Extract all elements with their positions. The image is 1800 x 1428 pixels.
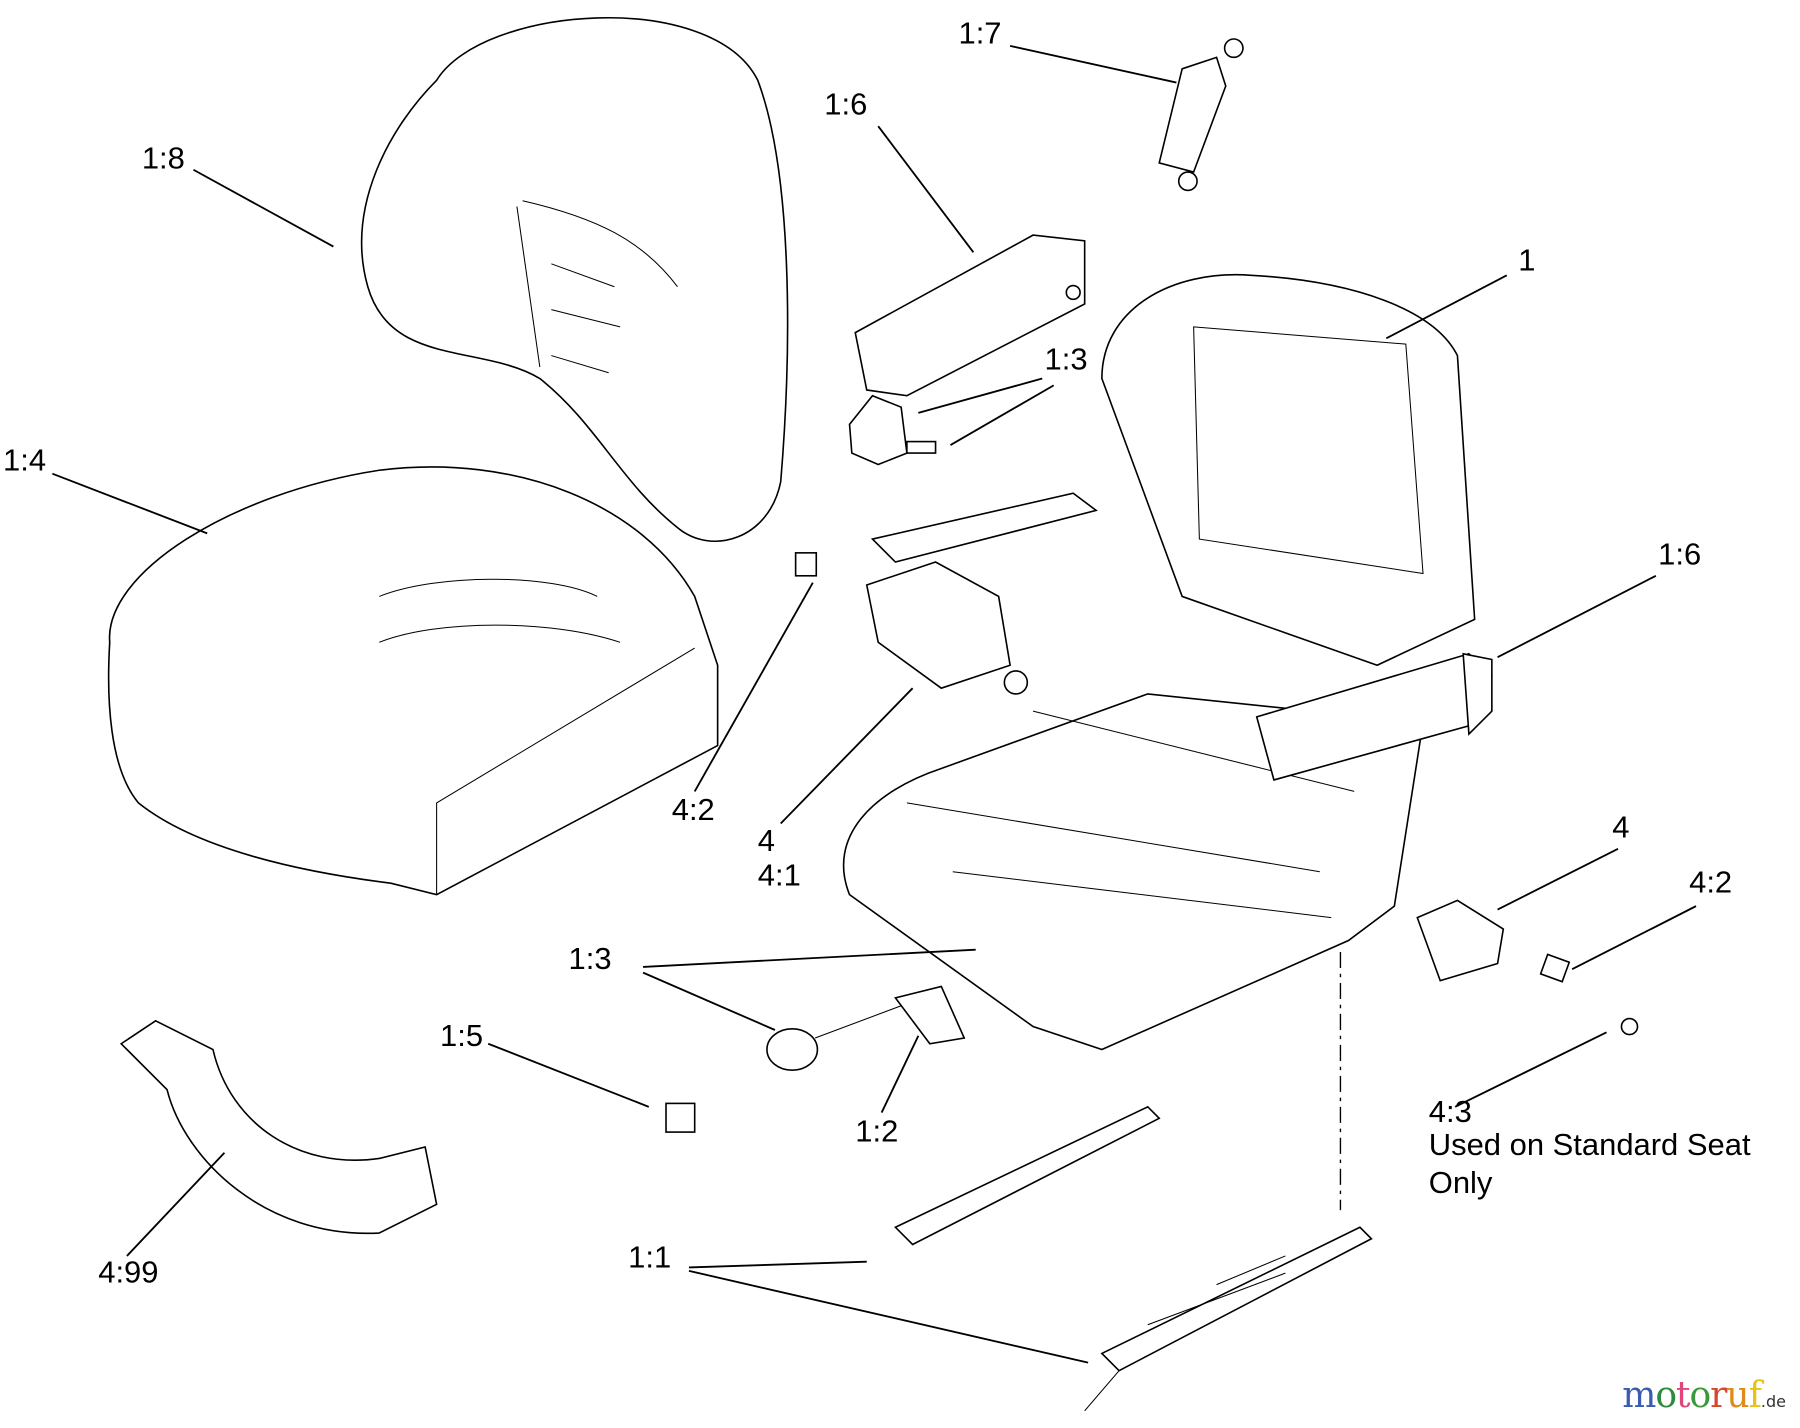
knob-bottom bbox=[766, 985, 966, 1071]
watermark-letter: r bbox=[1710, 1375, 1727, 1416]
callout-1-6-top: 1:6 bbox=[824, 87, 867, 122]
seat-frame bbox=[842, 273, 1493, 1051]
callout-1-5: 1:5 bbox=[440, 1018, 483, 1053]
switch bbox=[665, 1102, 696, 1133]
callout-1-7: 1:7 bbox=[958, 16, 1001, 51]
callout-4-2-left: 4:2 bbox=[672, 792, 715, 827]
watermark-letter: t bbox=[1676, 1375, 1691, 1416]
knob-top bbox=[848, 394, 937, 466]
slide-rails bbox=[894, 1105, 1373, 1412]
watermark-suffix: .de bbox=[1760, 1392, 1786, 1411]
callout-1-2: 1:2 bbox=[855, 1113, 898, 1148]
callout-1-3-top: 1:3 bbox=[1045, 341, 1088, 376]
callout-4-right: 4 bbox=[1612, 809, 1629, 844]
callout-1-8: 1:8 bbox=[142, 141, 185, 176]
callout-4-2-right: 4:2 bbox=[1689, 864, 1732, 899]
seat-switch-left bbox=[794, 552, 1029, 695]
backrest-cushion bbox=[360, 16, 789, 543]
callout-1-3-bottom: 1:3 bbox=[569, 941, 612, 976]
watermark-letter: u bbox=[1726, 1375, 1749, 1416]
seat-belt bbox=[119, 1019, 438, 1234]
callout-1: 1 bbox=[1518, 243, 1535, 278]
armrest-left bbox=[854, 234, 1086, 397]
callout-4-3: 4:3 bbox=[1429, 1094, 1472, 1129]
callout-4-left: 4 bbox=[758, 823, 775, 858]
callout-4-1: 4:1 bbox=[758, 857, 801, 892]
watermark-letter: o bbox=[1655, 1375, 1677, 1416]
callout-1-4: 1:4 bbox=[3, 442, 46, 477]
leader-lines bbox=[52, 44, 1697, 1364]
watermark-letter: o bbox=[1689, 1375, 1711, 1416]
note-line-2: Only bbox=[1429, 1165, 1493, 1200]
note-line-1: Used on Standard Seat bbox=[1429, 1127, 1751, 1162]
watermark-letter: m bbox=[1622, 1375, 1656, 1416]
shock-absorber bbox=[1158, 38, 1244, 192]
watermark-letter: f bbox=[1748, 1375, 1762, 1416]
callout-1-6-right: 1:6 bbox=[1658, 536, 1701, 571]
seat-switch-right bbox=[1416, 899, 1639, 1036]
seat-cushion bbox=[107, 466, 719, 896]
watermark-logo: motoruf.de bbox=[1622, 1375, 1786, 1416]
callout-1-1: 1:1 bbox=[628, 1239, 671, 1274]
callout-4-99: 4:99 bbox=[98, 1254, 158, 1289]
